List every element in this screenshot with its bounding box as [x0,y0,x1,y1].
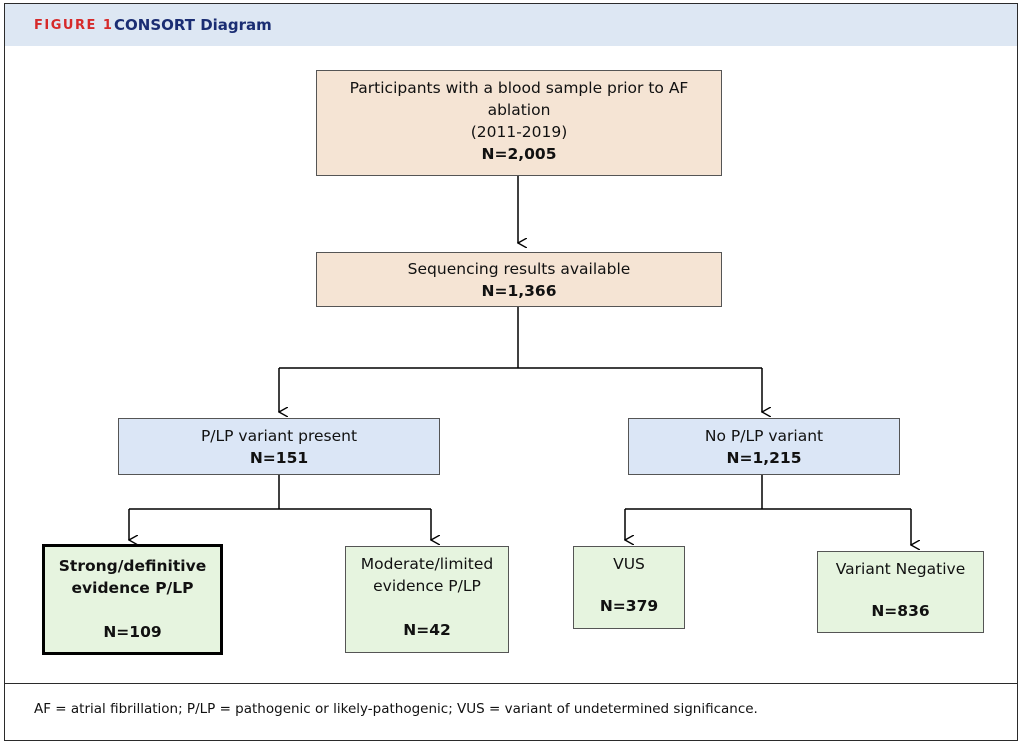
figure-label: FIGURE 1 [34,18,114,33]
participants-count: N=2,005 [481,145,557,163]
no-plp-box: No P/LP variant N=1,215 [628,418,900,475]
participants-line3: (2011-2019) [470,123,568,141]
sequencing-count: N=1,366 [481,282,557,300]
sequencing-box: Sequencing results available N=1,366 [316,252,722,307]
figure-footnote: AF = atrial fibrillation; P/LP = pathoge… [34,701,758,717]
plp-present-label: P/LP variant present [200,427,358,445]
strong-count: N=109 [103,623,162,641]
footer-divider [5,683,1017,684]
participants-box: Participants with a blood sample prior t… [316,70,722,176]
moderate-evidence-box: Moderate/limited evidence P/LP N=42 [345,546,509,653]
vus-label: VUS [613,555,645,573]
plp-present-box: P/LP variant present N=151 [118,418,440,475]
no-plp-count: N=1,215 [726,449,802,467]
no-plp-label: No P/LP variant [704,427,824,445]
plp-present-count: N=151 [249,449,309,467]
figure-title: CONSORT Diagram [114,16,272,34]
strong-line1: Strong/definitive [58,557,207,575]
strong-evidence-box: Strong/definitive evidence P/LP N=109 [42,544,223,655]
figure-frame [4,3,1018,741]
moderate-line2: evidence P/LP [373,577,481,595]
sequencing-label: Sequencing results available [407,260,631,278]
vus-count: N=379 [599,597,659,615]
participants-line2: ablation [487,101,551,119]
variant-negative-box: Variant Negative N=836 [817,551,984,633]
participants-line1: Participants with a blood sample prior t… [349,79,689,97]
negative-label: Variant Negative [835,560,966,578]
moderate-count: N=42 [403,621,451,639]
moderate-line1: Moderate/limited [360,555,494,573]
figure-header [5,4,1017,46]
vus-box: VUS N=379 [573,546,685,629]
negative-count: N=836 [871,602,930,620]
strong-line2: evidence P/LP [71,579,194,597]
